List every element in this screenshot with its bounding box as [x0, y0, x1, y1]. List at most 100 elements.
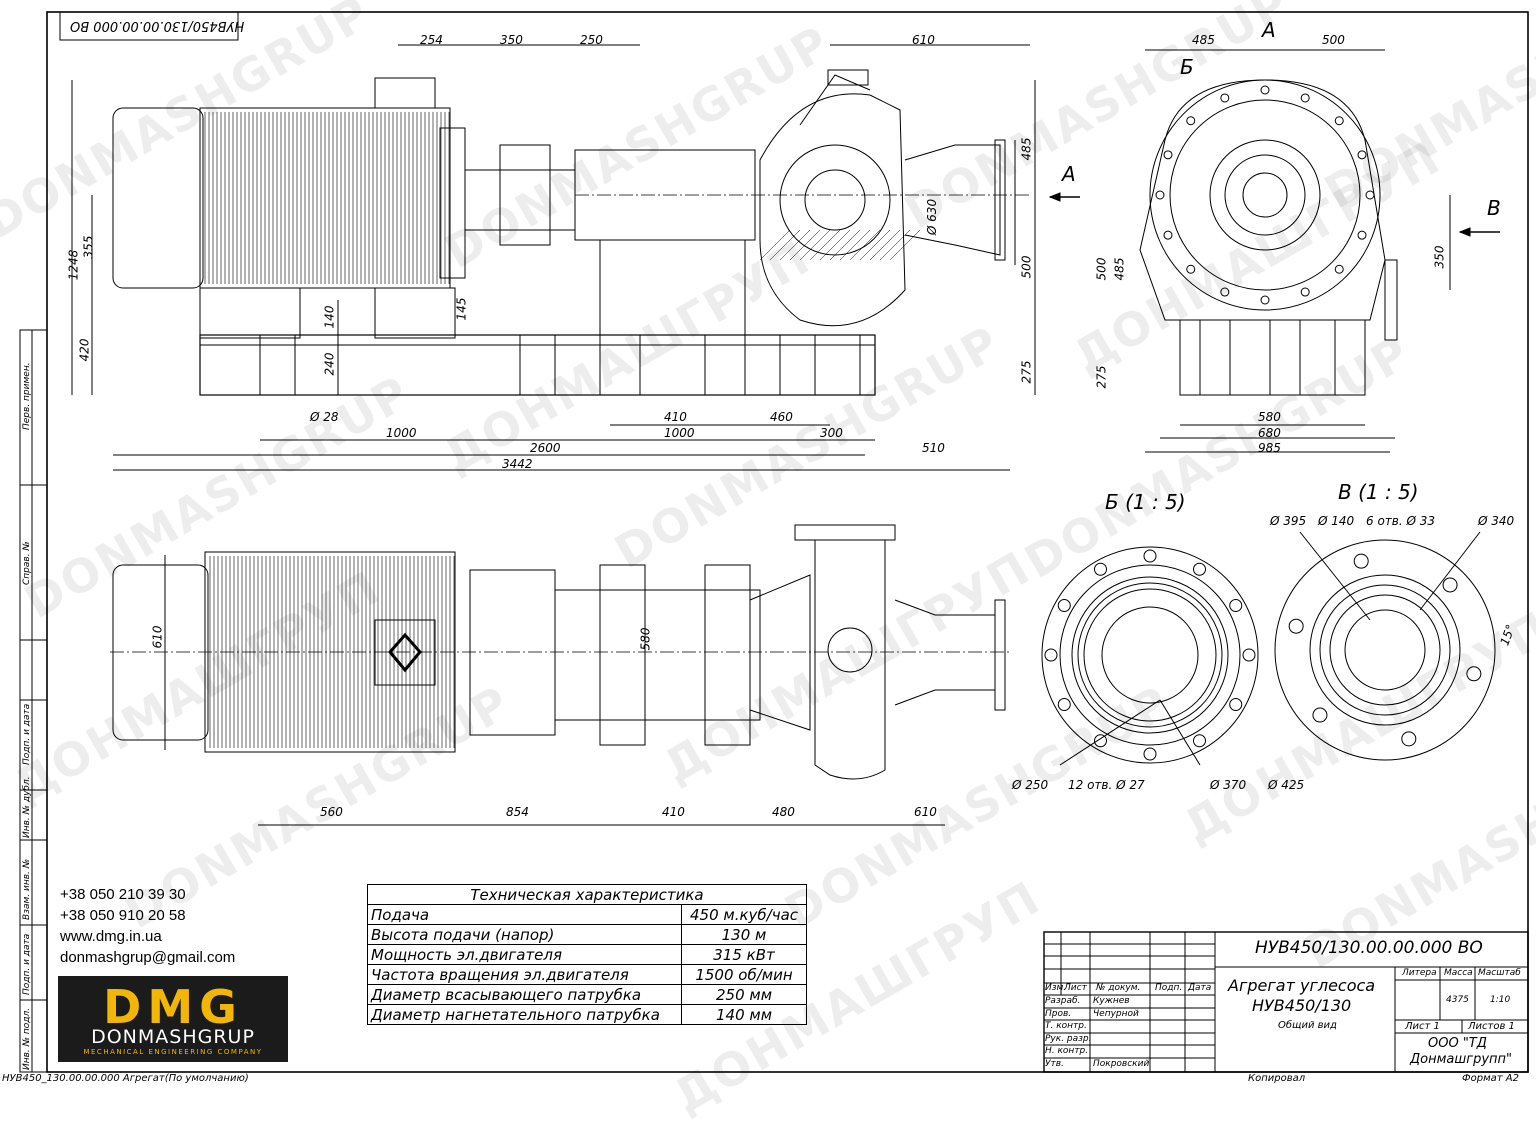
end-bolts-part: [1163, 150, 1173, 160]
end-bolts-part: [1163, 230, 1173, 240]
end-bolts-part: [1186, 264, 1196, 274]
dim-det-b-370: Ø 370: [1210, 778, 1247, 792]
hatch-part: [829, 229, 861, 261]
dim-485-right: 485: [1019, 137, 1034, 161]
param: Высота подачи (напор): [367, 924, 682, 945]
dim-plan-410: 410: [662, 805, 685, 819]
org-name-2: Донмашгрупп": [1410, 1052, 1513, 1067]
title-block-code: НУВ450/130.00.00.000 ВО: [1255, 938, 1483, 958]
detB-holes-part: [1143, 549, 1157, 563]
end-bolts-part: [1300, 287, 1310, 297]
end-bolts-part: [1220, 93, 1230, 103]
detB-holes-part: [1057, 698, 1071, 711]
row-prov-name: Чепурной: [1093, 1009, 1139, 1019]
website-link[interactable]: www.dmg.in.ua: [60, 928, 162, 945]
logo-mark: DMG: [103, 980, 243, 1034]
footer-kopiroval: Копировал: [1248, 1073, 1306, 1084]
org-name-1: ООО "ТД: [1428, 1036, 1487, 1051]
title-block-name-2: НУВ450/130: [1252, 996, 1352, 1015]
detV-holes-part: [1466, 666, 1482, 682]
hatch-part: [809, 229, 841, 261]
dim-1248: 1248: [66, 249, 81, 281]
detV-holes-part: [1401, 731, 1417, 747]
sheet-count: Листов 1: [1468, 1021, 1515, 1032]
phone-1[interactable]: +38 050 210 39 30: [60, 886, 186, 903]
contacts: +38 050 210 39 30 +38 050 910 20 58 www.…: [60, 884, 235, 968]
end-bolts-part: [1334, 116, 1344, 126]
title-block-name-1: Агрегат углесоса: [1228, 976, 1376, 995]
col-doc: № докум.: [1096, 983, 1141, 993]
email-link[interactable]: donmashgrup@gmail.com: [60, 949, 236, 966]
end-bolts-part: [1365, 190, 1375, 200]
dim-end-500-top: 500: [1322, 33, 1345, 47]
view-label-b-top: Б: [1180, 55, 1194, 79]
detB-holes-part: [1242, 648, 1256, 662]
footer-filename: НУВ450_130.00.00.000 Агрегат(По умолчани…: [2, 1073, 249, 1084]
view-label-v-arrow: В: [1487, 196, 1501, 220]
dim-end-350: 350: [1432, 245, 1447, 269]
dim-det-v-395: Ø 395: [1270, 514, 1307, 528]
param: Диаметр нагнетательного патрубка: [367, 1004, 682, 1025]
hatch-part: [849, 229, 881, 261]
dim-610-top: 610: [912, 33, 935, 47]
dim-420: 420: [77, 338, 92, 362]
logo-tagline: MECHANICAL ENGINEERING COMPANY: [83, 1048, 263, 1056]
hatch-part: [799, 229, 831, 261]
end-bolts-part: [1334, 264, 1344, 274]
dim-240: 240: [322, 352, 337, 376]
hatch-part: [819, 229, 851, 261]
hatch-part: [769, 229, 801, 261]
dim-det-b-holes: 12 отв. Ø 27: [1068, 778, 1145, 792]
dim-1000-left: 1000: [386, 426, 417, 440]
dim-2600: 2600: [530, 441, 561, 455]
header-masshtab: Масштаб: [1478, 968, 1521, 978]
hatch-part: [839, 229, 871, 261]
dim-254: 254: [420, 33, 443, 47]
dim-plan-610-bottom: 610: [914, 805, 937, 819]
value: 315 кВт: [681, 944, 807, 965]
detB-holes-part: [1094, 734, 1107, 748]
detB-holes-part: [1143, 747, 1157, 761]
hatch-part: [779, 229, 811, 261]
col-izm: Изм.: [1045, 983, 1067, 993]
row-nkontr: Н. контр.: [1045, 1046, 1089, 1056]
row-rukrazr: Рук. разр.: [1045, 1034, 1092, 1044]
detV-holes-part: [1442, 577, 1458, 593]
detail-title-v: В (1 : 5): [1338, 480, 1419, 504]
dim-det-v-140: Ø 140: [1318, 514, 1355, 528]
value: 1500 об/мин: [681, 964, 807, 985]
detV-holes-part: [1353, 553, 1369, 569]
value: 250 мм: [681, 984, 807, 1005]
table-row: Высота подачи (напор)130 м: [367, 924, 807, 945]
hatch-part: [759, 229, 791, 261]
dim-plan-610: 610: [150, 625, 165, 649]
massa-value: 4375: [1446, 995, 1469, 1005]
end-bolts-part: [1155, 190, 1165, 200]
hatch-part: [859, 229, 891, 261]
dim-plan-480: 480: [772, 805, 795, 819]
end-bolts-part: [1357, 230, 1367, 240]
value: 450 м.куб/час: [681, 904, 807, 925]
row-razrab-name: Кужнев: [1093, 996, 1130, 1006]
side-label: Справ. №: [22, 541, 32, 585]
col-data: Дата: [1188, 983, 1212, 993]
dim-plan-560: 560: [320, 805, 343, 819]
dim-510: 510: [922, 441, 945, 455]
row-razrab: Разраб.: [1045, 996, 1081, 1006]
param: Частота вращения эл.двигателя: [367, 964, 682, 985]
hatch-part: [869, 229, 901, 261]
side-label: Инв. № подл.: [22, 1007, 32, 1070]
detB-holes-part: [1044, 648, 1058, 662]
end-bolts-part: [1260, 295, 1270, 305]
detV-holes-part: [1312, 707, 1328, 723]
dmg-logo: DMG DONMASHGRUP MECHANICAL ENGINEERING C…: [58, 976, 288, 1062]
phone-2[interactable]: +38 050 910 20 58: [60, 907, 186, 924]
detV-holes-part: [1288, 618, 1304, 634]
dim-end-485-top: 485: [1192, 33, 1215, 47]
detB-holes-part: [1094, 562, 1107, 576]
detB-holes-part: [1193, 562, 1206, 576]
end-bolts-part: [1300, 93, 1310, 103]
